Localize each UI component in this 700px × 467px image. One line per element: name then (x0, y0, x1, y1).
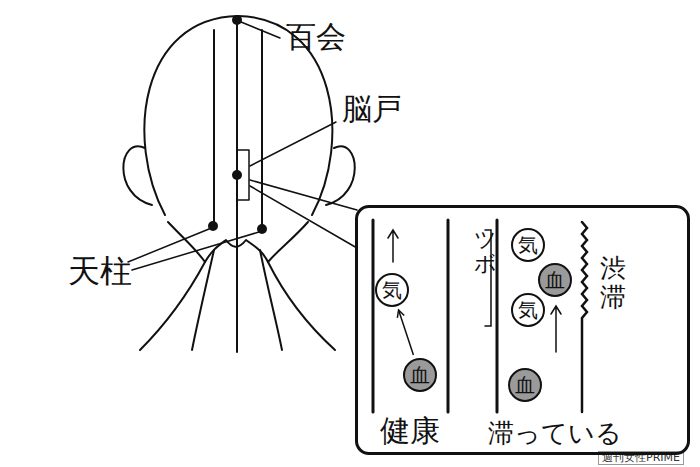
leader-line (250, 122, 336, 166)
blood-circle: 血 (538, 263, 572, 297)
leader-line (241, 22, 280, 38)
neck-line (192, 250, 214, 350)
column-caption: 健康 (380, 414, 440, 447)
point-name: 百会 (286, 20, 346, 53)
callout-box: 健康ツボ渋滞滞っている気血気血気血 (355, 205, 690, 455)
vessel-wall (447, 220, 450, 412)
qi-circle: 気 (511, 228, 545, 262)
flow-arrow (551, 306, 561, 352)
acupoint-dot (232, 15, 242, 25)
circle-char: 気 (382, 279, 402, 301)
blood-circle: 血 (508, 368, 542, 402)
qi-circle: 気 (375, 273, 409, 307)
vessel-wall (372, 220, 375, 412)
congested-vessel-wall (582, 222, 587, 412)
flow-connector (399, 310, 414, 355)
meridian-line (261, 30, 263, 228)
acupoint-dot (232, 170, 242, 180)
column-caption: 滞っている (488, 419, 622, 448)
circle-char: 血 (545, 269, 565, 291)
neck-line (268, 262, 335, 350)
neck-line (260, 250, 282, 350)
circle-char: 気 (518, 234, 538, 256)
arrowhead (397, 310, 404, 318)
state-caption: 渋滞 (600, 254, 626, 311)
qi-circle: 気 (511, 293, 545, 327)
blood-circle: 血 (403, 358, 437, 392)
acupoint-dot (208, 221, 218, 231)
point-caption: ツボ (474, 228, 496, 276)
flow-arrow (388, 230, 398, 262)
left-ear (123, 146, 152, 205)
circle-char: 血 (515, 374, 535, 396)
meridian-line (213, 30, 215, 225)
callout-pointer (250, 180, 357, 248)
point-name: 天柱 (68, 254, 132, 289)
leader-line (128, 229, 209, 262)
circle-char: 気 (518, 299, 538, 321)
acupoint-dot (257, 224, 267, 234)
right-ear (326, 146, 355, 205)
circle-char: 血 (410, 364, 430, 386)
leader-line (132, 232, 259, 270)
point-name: 脳戸 (342, 92, 402, 125)
